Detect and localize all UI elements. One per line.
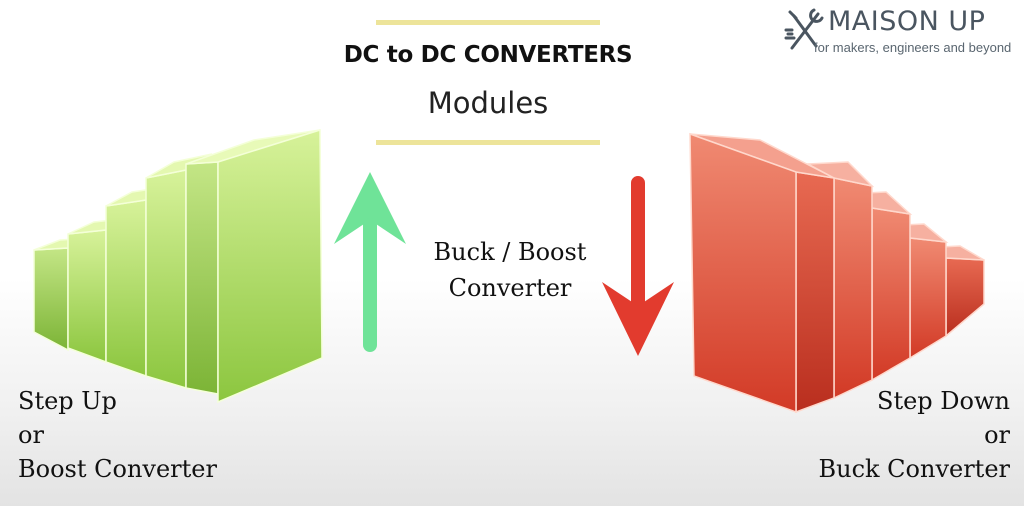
step-up-label: Step Up or Boost Converter xyxy=(18,384,217,486)
bottom-accent-rule xyxy=(376,140,600,145)
down-arrow-icon xyxy=(602,176,674,356)
step-up-line3: Boost Converter xyxy=(18,455,217,483)
page-subtitle: Modules xyxy=(427,86,549,120)
top-accent-rule xyxy=(376,20,600,25)
center-label-line1: Buck / Boost xyxy=(433,238,587,266)
step-up-line1: Step Up xyxy=(18,387,117,415)
step-down-line3: Buck Converter xyxy=(818,455,1010,483)
wrench-screwdriver-icon xyxy=(784,8,824,50)
up-arrow-icon xyxy=(334,172,406,352)
logo-name: MAISON UP xyxy=(828,6,986,37)
step-down-line1: Step Down xyxy=(877,387,1010,415)
step-down-line2: or xyxy=(984,421,1010,449)
page-title: DC to DC CONVERTERS xyxy=(343,42,633,68)
step-up-bars xyxy=(33,128,323,404)
step-up-line2: or xyxy=(18,421,44,449)
center-label-line2: Converter xyxy=(448,274,572,302)
step-down-bars xyxy=(689,132,985,414)
brand-logo: MAISON UP for makers, engineers and beyo… xyxy=(780,0,1024,64)
logo-tagline: for makers, engineers and beyond xyxy=(814,40,1012,55)
step-down-label: Step Down or Buck Converter xyxy=(818,384,1010,486)
